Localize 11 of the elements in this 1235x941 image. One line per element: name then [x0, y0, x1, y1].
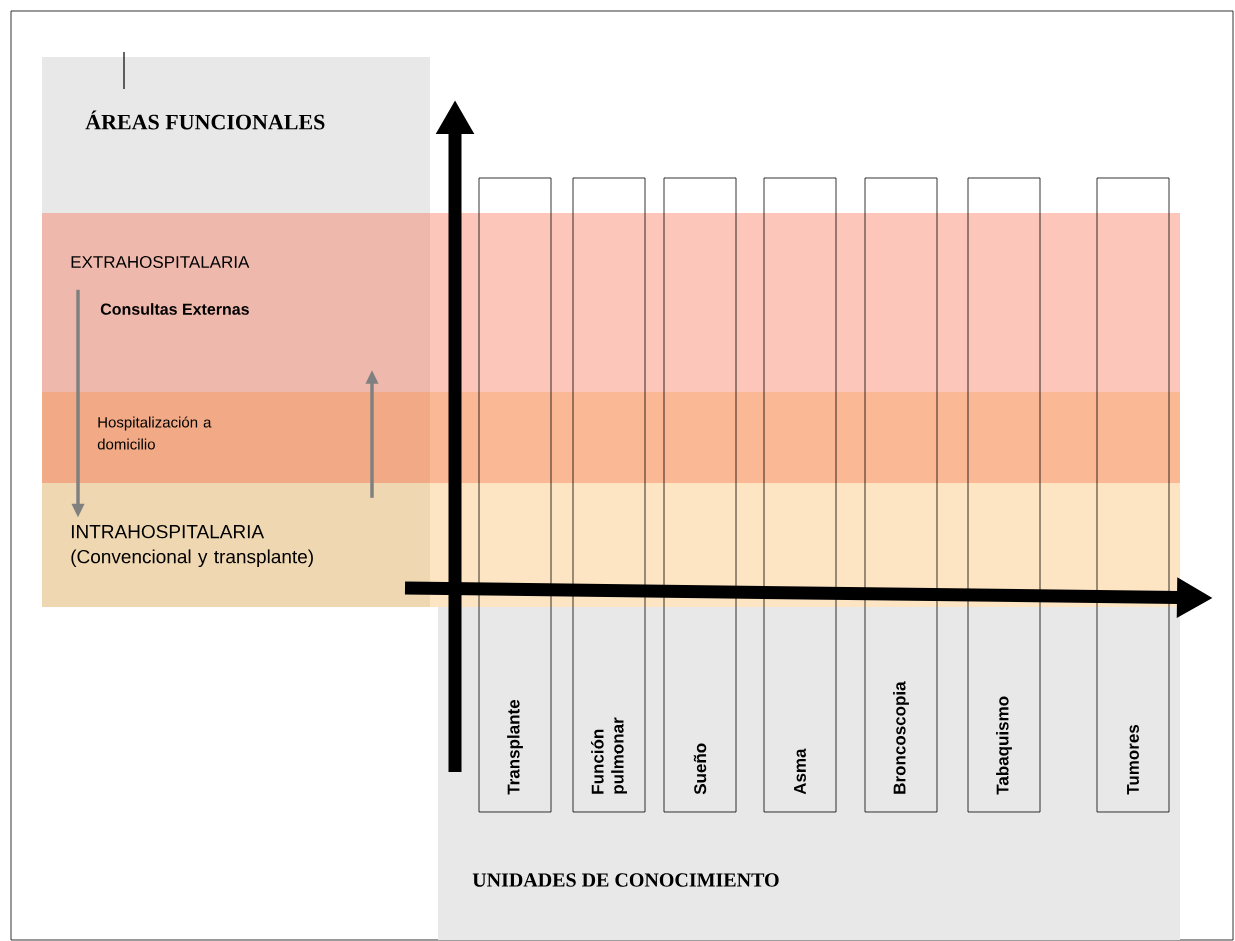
unit-column: Asma — [763, 177, 837, 813]
unit-column: Función pulmonar — [572, 177, 646, 813]
band-label: Hospitalización a domicilio — [97, 416, 212, 450]
area-band: EXTRAHOSPITALARIA Consultas Externas — [42, 213, 1180, 392]
unit-column: Transplante — [478, 177, 552, 813]
area-band: INTRAHOSPITALARIA (Convencional y transplante) — [42, 483, 1180, 607]
unit-column: Broncoscopia — [864, 177, 938, 813]
unit-column: Tumores — [1096, 177, 1170, 813]
unit-column: Sueño — [663, 177, 737, 813]
unit-column: Tabaquismo — [967, 177, 1041, 813]
area-panel: ÁREAS FUNCIONALES — [42, 57, 430, 213]
